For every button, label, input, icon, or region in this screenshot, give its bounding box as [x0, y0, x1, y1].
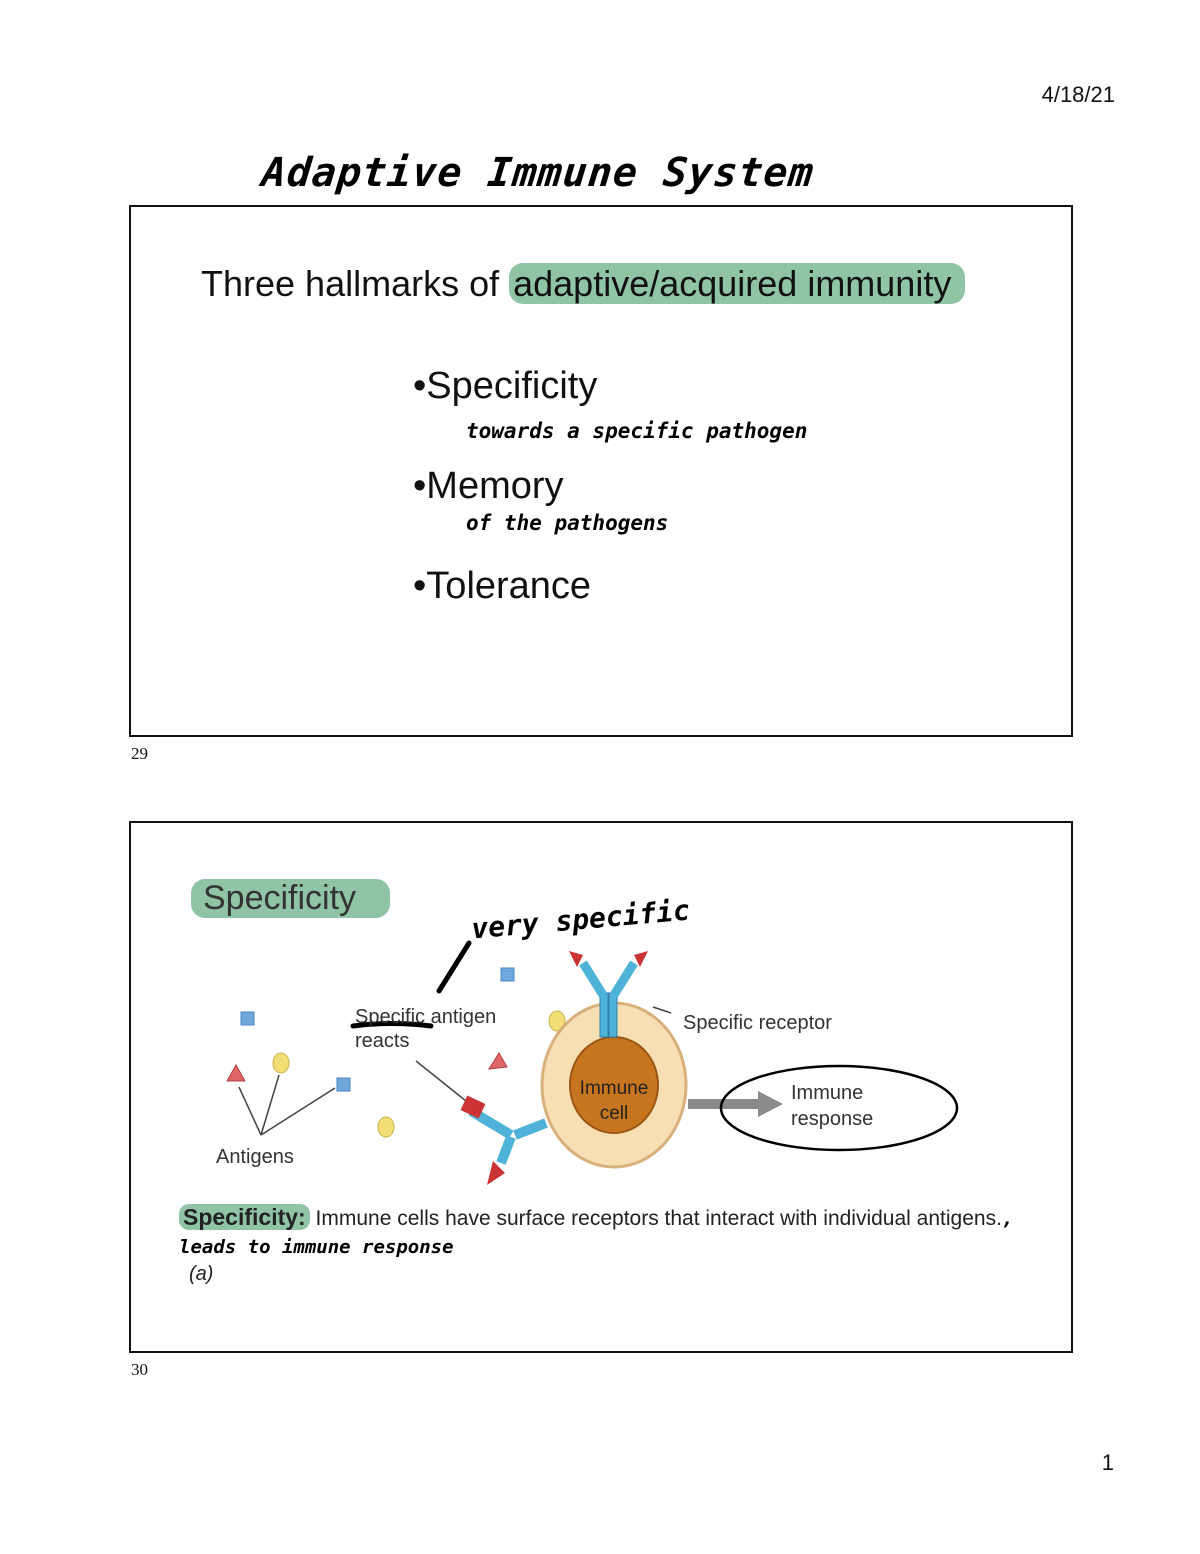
- label-immune-response-1: Immune: [791, 1082, 863, 1104]
- antigen-oval: [548, 1010, 566, 1032]
- slide-30-heading: Specificity: [191, 879, 391, 918]
- panel-letter: (a): [189, 1263, 214, 1285]
- antigen-triangle: [488, 1052, 508, 1070]
- caption-term: Specificity:: [179, 1204, 310, 1230]
- label-immune-cell-2: cell: [600, 1103, 629, 1124]
- label-specific-receptor: Specific receptor: [683, 1012, 832, 1034]
- heading-prefix: Three hallmarks of: [201, 263, 510, 304]
- bullet-specificity: •Specificity: [413, 365, 598, 407]
- slide-29: Three hallmarks of adaptive/acquired imm…: [129, 205, 1073, 737]
- specificity-diagram: Specific antigen reacts Specific recepto…: [216, 940, 959, 1185]
- antigen-oval: [272, 1052, 290, 1074]
- antigen-square: [240, 1011, 255, 1026]
- hand-slash: [436, 940, 472, 994]
- antigen-square: [500, 967, 515, 982]
- note-memory: of the pathogens: [466, 511, 669, 535]
- page-number: 1: [1101, 1450, 1114, 1475]
- page-date: 4/18/21: [1041, 82, 1115, 107]
- bullet-memory: •Memory: [413, 465, 564, 507]
- slide-29-heading: Three hallmarks of adaptive/acquired imm…: [201, 263, 966, 305]
- bullet-tolerance: •Tolerance: [413, 565, 592, 607]
- response-arrow: [758, 1091, 783, 1117]
- note-specificity: towards a specific pathogen: [466, 419, 808, 443]
- label-specific-antigen: Specific antigen: [355, 1006, 496, 1028]
- receptor-bound: [460, 1095, 548, 1185]
- antigen-triangle: [226, 1063, 246, 1082]
- receptor-top: [569, 951, 648, 1038]
- handwritten-title: Adaptive Immune System: [259, 150, 817, 196]
- antigen-oval: [377, 1116, 395, 1138]
- heading-highlight: adaptive/acquired immunity: [509, 263, 966, 304]
- slide-30: Specificity very specific: [129, 821, 1073, 1353]
- diagram-caption: Specificity: Immune cells have surface r…: [179, 1203, 1071, 1261]
- label-reacts: reacts: [355, 1030, 409, 1052]
- hand-circle: [719, 1064, 959, 1152]
- label-immune-response-2: response: [791, 1108, 873, 1130]
- antigen-square: [336, 1077, 351, 1092]
- label-antigens: Antigens: [216, 1146, 294, 1168]
- caption-text: Immune cells have surface receptors that…: [309, 1207, 1002, 1230]
- label-immune-cell-1: Immune: [580, 1078, 649, 1099]
- slide-30-label: 30: [131, 1360, 148, 1379]
- slide-29-label: 29: [131, 744, 148, 763]
- caption-note: , leads to immune response: [179, 1208, 1014, 1258]
